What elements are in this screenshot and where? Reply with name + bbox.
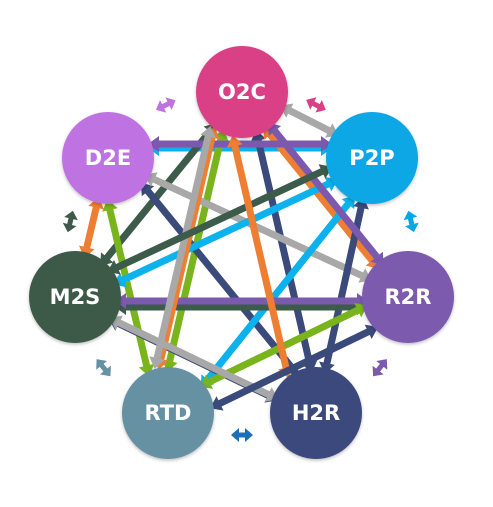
connection-line: [254, 137, 314, 366]
arrowhead: [62, 222, 77, 233]
connection-arrow: [149, 125, 216, 369]
connection-line: [216, 327, 372, 408]
connection-line: [103, 127, 214, 262]
connection-line: [230, 143, 290, 371]
arrowhead: [405, 222, 419, 233]
node-label: D2E: [85, 146, 131, 170]
connection-line: [286, 106, 333, 135]
connection-line: [82, 204, 101, 251]
node-p2p: P2P: [326, 112, 418, 204]
node-h2r: H2R: [270, 367, 362, 459]
node-circle: [326, 112, 418, 204]
node-m2s: M2S: [29, 251, 121, 343]
arrowhead: [149, 356, 165, 369]
double-arrow-icon: [306, 97, 326, 113]
arrowhead: [148, 136, 159, 152]
arrowhead: [315, 100, 326, 113]
arrowhead: [155, 100, 167, 113]
node-circle: [29, 251, 121, 343]
connection-line: [119, 180, 332, 284]
arrowhead: [227, 135, 243, 148]
adjacent-arrows-layer: [62, 97, 419, 442]
connection-line: [143, 187, 296, 372]
connection-line: [153, 133, 213, 362]
connection-arrow: [102, 199, 155, 377]
arrowhead: [376, 359, 388, 370]
connection-line: [113, 167, 326, 272]
connection-arrow: [79, 196, 104, 259]
arrowhead: [372, 365, 384, 377]
arrowhead: [319, 361, 335, 374]
connection-arrow: [279, 103, 339, 138]
node-o2c: O2C: [196, 46, 288, 138]
connection-line: [156, 134, 216, 362]
nodes-layer: O2C P2P R2R H2R RTD M2S D2E: [29, 46, 454, 459]
double-arrow-icon: [231, 428, 253, 442]
arrowhead: [403, 210, 418, 221]
arrowhead: [102, 199, 118, 212]
node-circle: [122, 367, 214, 459]
connection-line: [150, 175, 366, 280]
arrowhead: [231, 428, 239, 442]
arrowhead: [250, 129, 267, 143]
arrowhead: [138, 363, 155, 377]
node-circle: [62, 112, 154, 204]
double-arrow-icon: [403, 210, 419, 233]
arrowhead: [96, 359, 108, 370]
node-rtd: RTD: [122, 367, 214, 459]
node-label: RTD: [145, 401, 192, 425]
double-arrow-icon: [372, 359, 388, 377]
edges-layer: [79, 103, 384, 411]
double-arrow-icon: [62, 210, 78, 233]
arrowhead: [165, 97, 176, 110]
node-d2e: D2E: [62, 112, 154, 204]
double-arrow-icon: [155, 97, 176, 113]
arrowhead: [353, 197, 369, 210]
node-circle: [270, 367, 362, 459]
arrowhead: [245, 428, 253, 442]
node-circle: [362, 251, 454, 343]
arrowhead: [321, 136, 332, 152]
double-arrow-icon: [96, 359, 111, 377]
node-label: M2S: [50, 285, 101, 309]
connection-line: [203, 200, 353, 384]
node-r2r: R2R: [362, 251, 454, 343]
arrowhead: [64, 210, 78, 221]
arrowhead: [200, 125, 216, 139]
node-label: P2P: [349, 146, 394, 170]
node-label: R2R: [385, 285, 432, 309]
arrowhead: [306, 97, 317, 110]
node-circle: [196, 46, 288, 138]
connection-line: [115, 318, 272, 399]
node-label: H2R: [292, 401, 340, 425]
node-label: O2C: [218, 80, 266, 104]
arrowhead: [99, 365, 111, 377]
connection-line: [270, 127, 381, 261]
connection-line: [105, 206, 151, 369]
